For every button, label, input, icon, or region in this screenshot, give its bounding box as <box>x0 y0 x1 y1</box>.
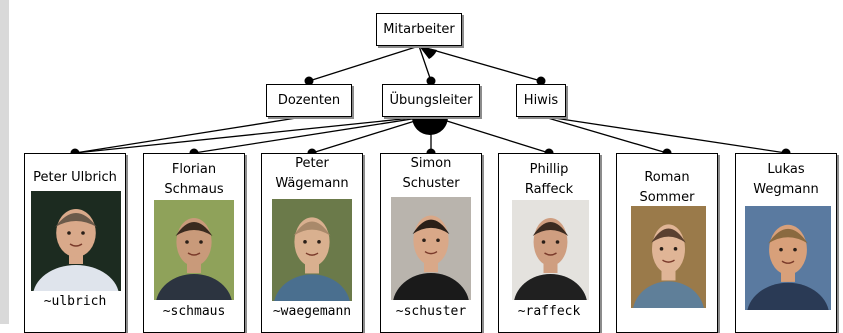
person-login: ~schmaus <box>162 304 226 319</box>
person-photo <box>745 206 831 310</box>
person-photo <box>391 197 471 300</box>
group-label: Dozenten <box>277 93 341 108</box>
person-login: ~waegemann <box>272 304 352 319</box>
person-login: ~raffeck <box>517 304 581 319</box>
person-card: Simon Schuster ~schuster <box>380 153 482 333</box>
person-name: Peter Ulbrich <box>33 170 117 185</box>
left-margin-bar <box>0 0 9 324</box>
person-card: Peter Ulbrich ~ulbrich <box>24 153 126 333</box>
person-name: Peter Wägemann <box>275 156 349 191</box>
person-card: Florian Schmaus ~schmaus <box>143 153 245 333</box>
or-arc-uebungsleiter <box>412 117 448 135</box>
person-photo <box>154 200 234 300</box>
person-photo <box>272 199 352 301</box>
group-node-uebungsleiter: Übungsleiter <box>382 84 480 117</box>
person-card: Roman Sommer <box>616 153 718 333</box>
person-photo <box>31 191 121 291</box>
root-label: Mitarbeiter <box>383 22 455 37</box>
group-node-hiwis: Hiwis <box>516 84 566 117</box>
person-name: Simon Schuster <box>402 156 460 191</box>
group-node-dozenten: Dozenten <box>266 84 352 117</box>
person-card: Phillip Raffeck ~raffeck <box>498 153 600 333</box>
root-node: Mitarbeiter <box>376 13 462 46</box>
person-login: ~ulbrich <box>43 294 107 309</box>
person-name: Lukas Wegmann <box>753 162 819 197</box>
or-arc-root <box>419 46 437 59</box>
person-photo <box>631 206 706 308</box>
person-login: ~schuster <box>395 304 467 319</box>
person-card: Peter Wägemann ~waegemann <box>261 153 363 333</box>
person-name: Roman Sommer <box>639 170 695 205</box>
group-label: Übungsleiter <box>389 93 473 108</box>
person-photo <box>512 200 589 300</box>
person-name: Phillip Raffeck <box>524 162 574 197</box>
person-name: Florian Schmaus <box>164 162 224 197</box>
person-card: Lukas Wegmann <box>735 153 837 333</box>
group-label: Hiwis <box>523 93 559 108</box>
